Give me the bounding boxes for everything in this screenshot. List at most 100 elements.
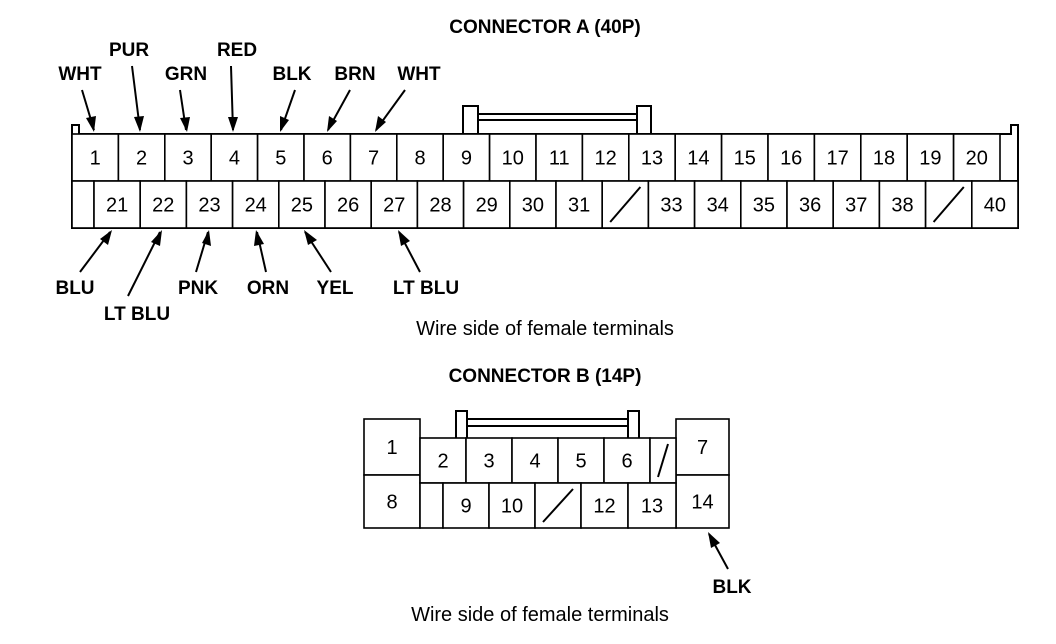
- pin-b-bottom-1: 9: [442, 482, 490, 529]
- pin-a-top-16: 16: [767, 133, 816, 182]
- pin-a-bottom-6: 26: [324, 180, 373, 229]
- pin-b-bottom-1-frame: [442, 482, 490, 529]
- pin-a-top-1-number: 1: [90, 148, 101, 170]
- pin-a-top-3-frame: [164, 133, 213, 182]
- pin-b-top-3-number: 4: [529, 451, 540, 473]
- connector-a-title: CONNECTOR A (40P): [449, 17, 640, 38]
- pin-a-top-15: 15: [720, 133, 769, 182]
- pin-b-right-2-number: 14: [691, 492, 713, 514]
- pin-a-bottom-11: 31: [555, 180, 604, 229]
- pin-a-bottom-4-frame: [231, 180, 280, 229]
- pin-a-top-19-number: 19: [919, 148, 941, 170]
- pin-a-bottom-3-frame: [185, 180, 234, 229]
- pin-a-top-17-number: 17: [826, 148, 848, 170]
- pin-a-top-8: 8: [395, 133, 444, 182]
- pin-b-top-6-blank-slash: [657, 443, 669, 478]
- pin-a-top-7-frame: [349, 133, 398, 182]
- connector-a-bottom-spacer: [71, 180, 95, 229]
- wire-label-pin22: LT BLU: [104, 304, 170, 325]
- pin-a-top-7: 7: [349, 133, 398, 182]
- pin-a-top-11: 11: [535, 133, 584, 182]
- wire-label-pin5: BLK: [272, 64, 311, 85]
- connector-b-title: CONNECTOR B (14P): [449, 366, 642, 387]
- pin-a-bottom-13-frame: [647, 180, 696, 229]
- pin-a-bottom-17: 37: [832, 180, 881, 229]
- pin-a-bottom-20: 40: [970, 180, 1019, 229]
- pin-a-bottom-16: 36: [786, 180, 835, 229]
- wire-label-pin4: RED: [217, 40, 257, 61]
- wire-label-pin21: BLU: [55, 278, 94, 299]
- pin-b-bottom-1-number: 9: [460, 496, 471, 518]
- pin-a-top-20-number: 20: [966, 148, 988, 170]
- pin-a-top-6-number: 6: [322, 148, 333, 170]
- pin-a-bottom-14-number: 34: [707, 195, 729, 217]
- pin-a-bottom-14: 34: [693, 180, 742, 229]
- pin-a-bottom-20-frame: [970, 180, 1019, 229]
- pin-a-top-12-number: 12: [594, 148, 616, 170]
- pin-b-top-3: 4: [511, 437, 559, 484]
- pin-a-bottom-17-frame: [832, 180, 881, 229]
- pin-b-top-4-number: 5: [575, 451, 586, 473]
- pin-b-bottom-5-number: 13: [641, 496, 663, 518]
- pin-a-top-6-frame: [303, 133, 352, 182]
- pin-a-bottom-4-number: 24: [245, 195, 267, 217]
- pin-a-top-12: 12: [581, 133, 630, 182]
- pin-b-left-1-number: 1: [386, 437, 397, 459]
- pin-a-bottom-12-blank-slash: [609, 186, 642, 223]
- pin-a-top-14: 14: [674, 133, 723, 182]
- wire-label-pin3: GRN: [165, 64, 207, 85]
- wire-label-pin6: BRN: [334, 64, 375, 85]
- pin-a-top-13-number: 13: [641, 148, 663, 170]
- pin-b-top-3-frame: [511, 437, 559, 484]
- pin-a-bottom-7-frame: [370, 180, 419, 229]
- pin-a-bottom-3: 23: [185, 180, 234, 229]
- wire-label-pin25: YEL: [317, 278, 354, 299]
- pin-a-bottom-5: 25: [277, 180, 326, 229]
- pin-b-left-2-number: 8: [386, 492, 397, 514]
- wire-label-pin1: WHT: [58, 64, 102, 85]
- pin-b-top-1-number: 2: [437, 451, 448, 473]
- wire-label-pin2: PUR: [109, 40, 149, 61]
- pin-b-right-1-number: 7: [697, 437, 708, 459]
- wire-label-pin24: ORN: [247, 278, 289, 299]
- pin-a-top-9: 9: [442, 133, 491, 182]
- pin-b-bottom-5-frame: [627, 482, 677, 529]
- connector-a-top-wire-labels: WHT PUR GRN RED BLK BRN WHT: [58, 40, 441, 85]
- pin-a-top-6: 6: [303, 133, 352, 182]
- pin-a-bottom-7: 27: [370, 180, 419, 229]
- pin-a-top-11-number: 11: [549, 148, 570, 170]
- pin-b-bottom-2-number: 10: [501, 496, 523, 518]
- connector-b-latch: [455, 410, 640, 438]
- pin-a-bottom-11-frame: [555, 180, 604, 229]
- pin-a-top-15-frame: [720, 133, 769, 182]
- pin-a-bottom-20-number: 40: [984, 195, 1006, 217]
- pin-a-top-5-number: 5: [275, 148, 286, 170]
- pin-a-bottom-6-frame: [324, 180, 373, 229]
- connector-a-caption: Wire side of female terminals: [416, 318, 674, 340]
- pin-a-bottom-17-number: 37: [845, 195, 867, 217]
- pin-a-bottom-11-number: 31: [568, 195, 590, 217]
- pin-a-top-2: 2: [117, 133, 166, 182]
- pin-a-bottom-18-number: 38: [891, 195, 913, 217]
- connector-b-caption: Wire side of female terminals: [411, 604, 669, 626]
- pin-a-top-20: 20: [952, 133, 1001, 182]
- pin-a-bottom-6-number: 26: [337, 195, 359, 217]
- pin-a-top-4-number: 4: [229, 148, 240, 170]
- pin-a-top-10-number: 10: [502, 148, 524, 170]
- wire-label-pin23: PNK: [178, 278, 218, 299]
- pin-a-top-17: 17: [813, 133, 862, 182]
- pin-a-top-7-number: 7: [368, 148, 379, 170]
- connector-a-top-arrows: [81, 65, 406, 132]
- pin-b-top-5-number: 6: [621, 451, 632, 473]
- pin-a-top-20-frame: [952, 133, 1001, 182]
- pin-a-top-17-frame: [813, 133, 862, 182]
- wire-label-pin14: BLK: [712, 577, 751, 598]
- connector-a-bottom-arrows: [79, 230, 421, 297]
- pin-b-bottom-4: 12: [580, 482, 629, 529]
- pin-a-top-4-frame: [210, 133, 259, 182]
- pin-a-bottom-10-number: 30: [522, 195, 544, 217]
